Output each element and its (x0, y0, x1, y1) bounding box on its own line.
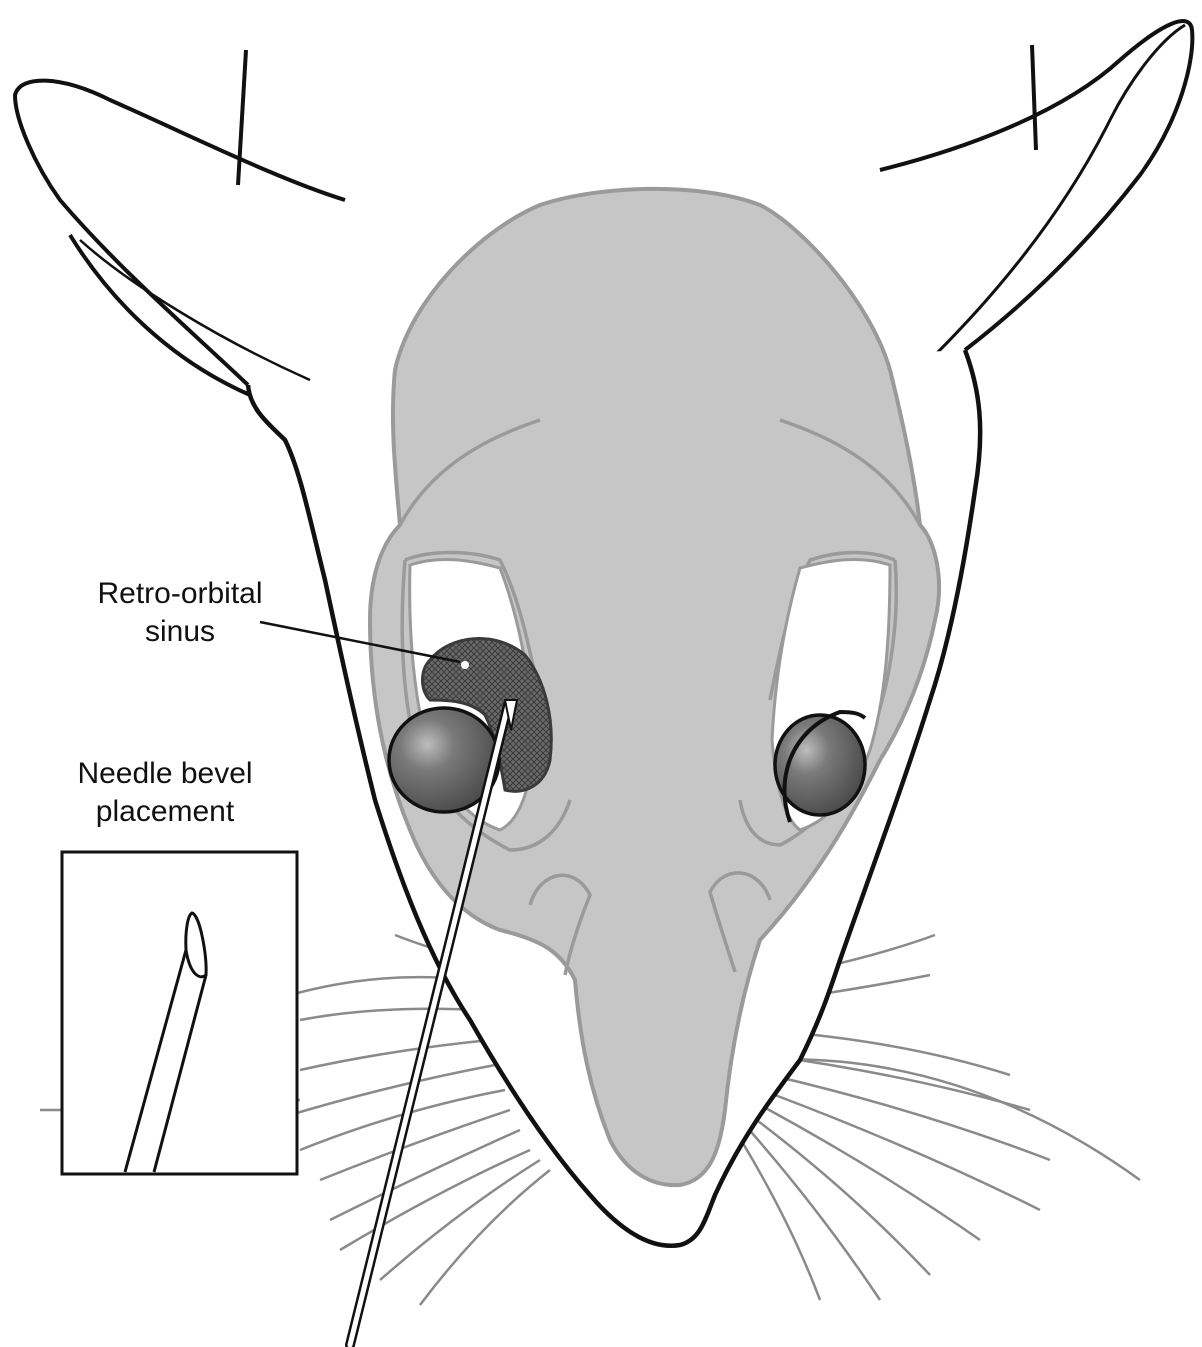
right-ear (880, 21, 1192, 355)
needle-label-line2: placement (40, 793, 290, 831)
retro-orbital-sinus-label: Retro-orbital sinus (60, 575, 300, 651)
needle-bevel-label: Needle bevel placement (40, 755, 290, 831)
sinus-marker-dot (461, 661, 469, 669)
retro-orbital-label-line1: Retro-orbital (60, 575, 300, 613)
left-ear (15, 81, 345, 395)
needle-label-line1: Needle bevel (40, 755, 290, 793)
needle-bevel-inset (62, 852, 297, 1174)
retro-orbital-label-line2: sinus (60, 613, 300, 651)
